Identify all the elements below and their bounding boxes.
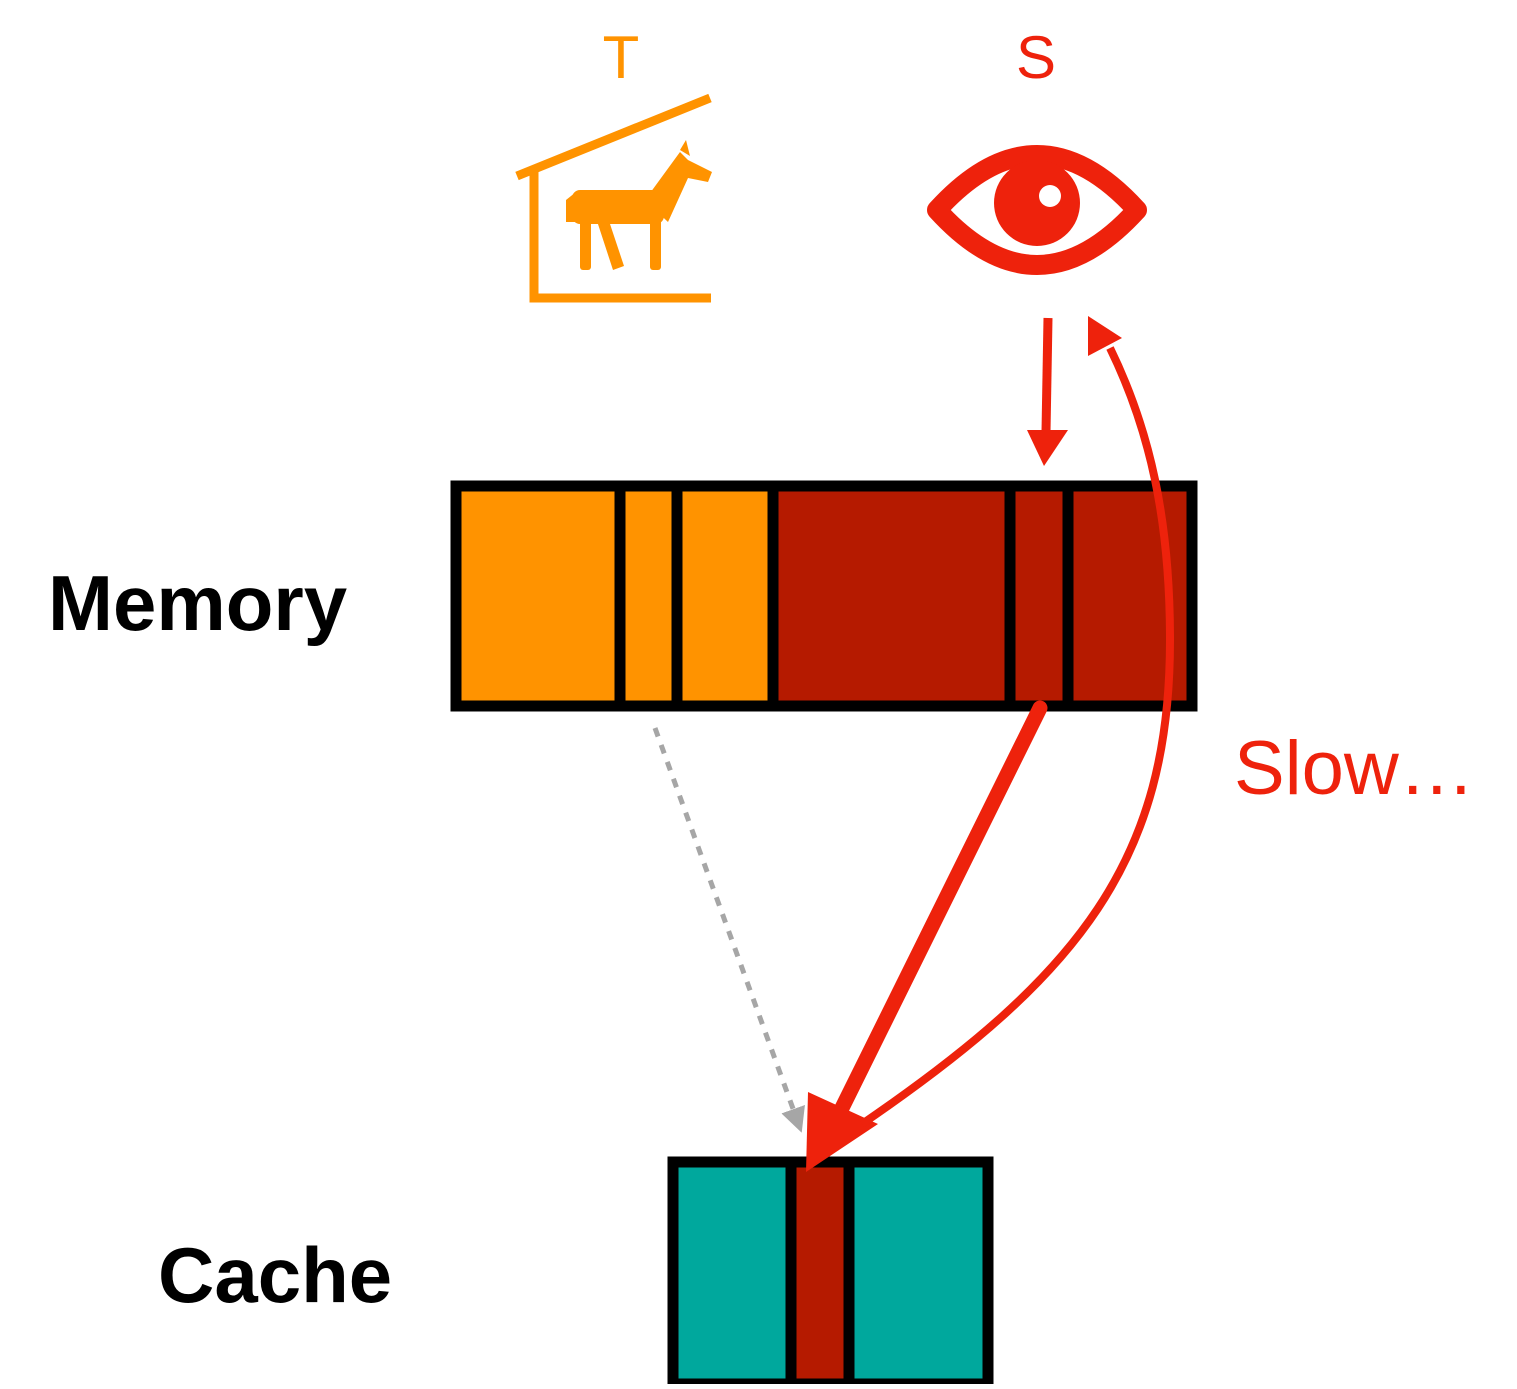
spy-access-arrow	[1027, 317, 1068, 466]
trojan-eviction-arrow	[652, 727, 805, 1133]
memory-slot-trojan-1	[450, 480, 626, 712]
cache-label: Cache	[158, 1231, 392, 1319]
horse-in-stable-icon	[515, 93, 712, 303]
timing-return-arrow	[859, 316, 1175, 1128]
memory-slot-trojan-2	[614, 480, 683, 712]
memory-slot-spy-1	[767, 480, 1016, 712]
memory-block	[450, 480, 1198, 712]
memory-to-cache-arrow	[806, 700, 1048, 1172]
cache-slot-occupied	[785, 1156, 855, 1389]
trojan-label: T	[603, 24, 640, 91]
memory-slot-trojan-3	[671, 480, 779, 712]
spy-label: S	[1016, 24, 1056, 91]
memory-slot-spy-3	[1062, 480, 1198, 712]
eye-icon	[927, 145, 1147, 275]
cache-slot-3	[843, 1156, 994, 1389]
memory-slot-spy-2	[1004, 480, 1074, 712]
slow-annotation: Slow…	[1234, 726, 1475, 811]
memory-label: Memory	[48, 559, 347, 647]
cache-slot-1	[667, 1156, 797, 1389]
cache-block	[667, 1156, 994, 1389]
